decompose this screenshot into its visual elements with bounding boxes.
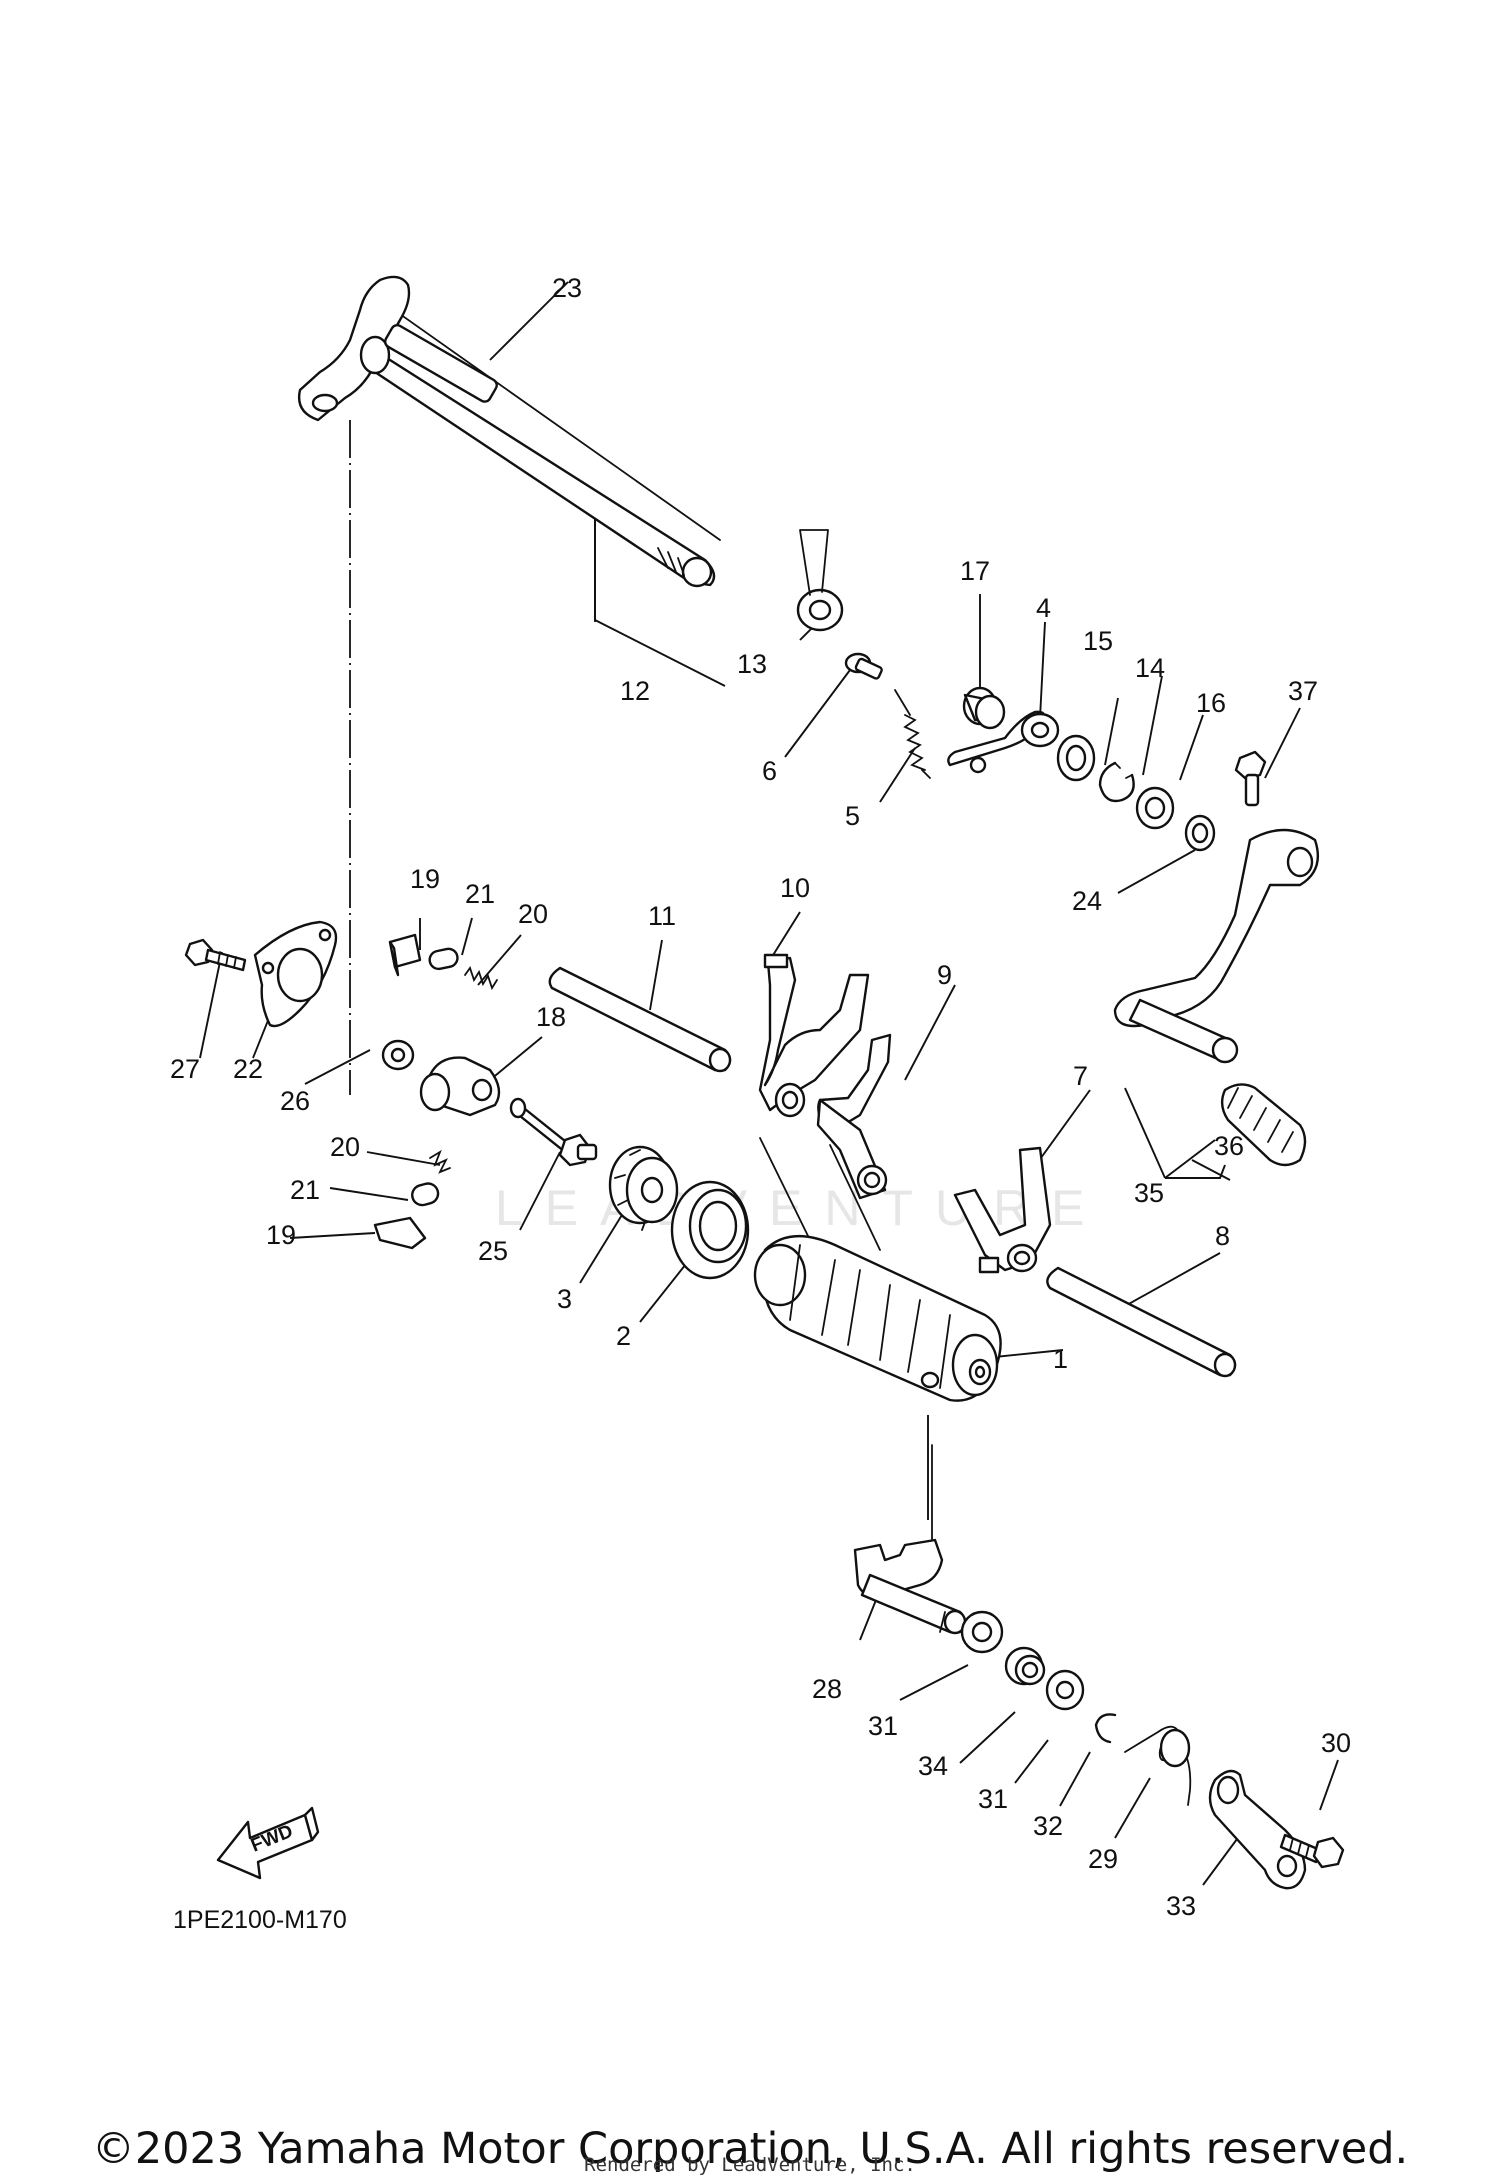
bolt-25 [509, 1097, 598, 1167]
callout: 3 [557, 1284, 572, 1314]
callout: 6 [762, 756, 777, 786]
circlip-32 [1094, 1713, 1117, 1744]
spring-5 [894, 689, 931, 779]
callout: 2 [616, 1321, 631, 1351]
pedal-rubber-36 [1220, 1083, 1307, 1167]
fork-shaft-11 [548, 966, 732, 1073]
callout: 18 [536, 1002, 566, 1032]
bolt-6 [844, 652, 883, 680]
callout: 15 [1083, 626, 1113, 656]
spring-20-top [464, 966, 498, 991]
callout: 5 [845, 801, 860, 831]
shift-pedal-35 [1113, 828, 1320, 1064]
copyright-notice: ©2023 Yamaha Motor Corporation, U.S.A. A… [91, 2124, 1409, 2174]
torsion-spring-13 [796, 529, 844, 632]
segment-3 [608, 1145, 679, 1231]
block-19-bottom [373, 1216, 427, 1250]
shift-shaft-assembly [297, 275, 716, 588]
shift-fork-9 [816, 1033, 892, 1200]
callout: 37 [1288, 676, 1318, 706]
bolt-27 [184, 938, 247, 972]
block-19-top [388, 933, 422, 977]
callout: 14 [1135, 653, 1165, 683]
watermark: LEADVENTURE [495, 1180, 1107, 1236]
callout: 25 [478, 1236, 508, 1266]
callout: 10 [780, 873, 810, 903]
shift-lever-28 [853, 1538, 967, 1635]
callout: 34 [918, 1751, 948, 1781]
bolt-30 [1279, 1833, 1345, 1869]
callout: 4 [1036, 593, 1051, 623]
collar-34 [1004, 1646, 1046, 1686]
pin-21-top [428, 947, 459, 971]
callout: 22 [233, 1054, 263, 1084]
washer-15 [1056, 734, 1096, 782]
collar-26 [381, 1039, 415, 1071]
callout: 7 [1073, 1061, 1088, 1091]
callout: 27 [170, 1054, 200, 1084]
callout: 20 [518, 899, 548, 929]
callout: 21 [465, 879, 495, 909]
shift-fork-7 [953, 1146, 1052, 1274]
bolt-37 [1234, 750, 1267, 807]
callout: 9 [937, 960, 952, 990]
stopper-18 [419, 1056, 501, 1117]
callout: 32 [1033, 1811, 1063, 1841]
diagram-code: 1PE2100-M170 [173, 1906, 347, 1934]
shift-arm-4 [947, 710, 1060, 774]
pin-21-bottom [411, 1182, 440, 1207]
callout: 1 [1053, 1344, 1068, 1374]
washer-31-b [1045, 1669, 1085, 1711]
callout: 24 [1072, 886, 1102, 916]
callout: 23 [552, 273, 582, 303]
plate-22 [253, 920, 338, 1028]
callout: 21 [290, 1175, 320, 1205]
callout: 31 [978, 1784, 1008, 1814]
circlip-14 [1098, 761, 1135, 803]
callout: 8 [1215, 1221, 1230, 1251]
callout: 36 [1214, 1131, 1244, 1161]
callout: 26 [280, 1086, 310, 1116]
callout: 19 [266, 1220, 296, 1250]
callout: 33 [1166, 1891, 1196, 1921]
bearing-2 [670, 1180, 750, 1280]
callout: 29 [1088, 1844, 1118, 1874]
shift-drum-1 [753, 1234, 1002, 1402]
callout: 20 [330, 1132, 360, 1162]
callout: 31 [868, 1711, 898, 1741]
washer-31-a [960, 1610, 1004, 1654]
callout: 13 [737, 649, 767, 679]
callout: 19 [410, 864, 440, 894]
callout: 11 [648, 901, 676, 931]
callout: 28 [812, 1674, 842, 1704]
callout: 17 [960, 556, 990, 586]
washer-16 [1135, 786, 1175, 830]
callout-numbers: 23 12 13 17 4 15 14 16 37 6 5 24 19 21 2… [170, 273, 1351, 1921]
shift-fork-10 [758, 953, 870, 1118]
fork-shaft-8 [1046, 1266, 1237, 1378]
callout: 16 [1196, 688, 1226, 718]
rendered-by-notice: Rendered by LeadVenture, Inc. [584, 2154, 916, 2176]
callout: 12 [620, 676, 650, 706]
fwd-arrow-icon: FWD [216, 1806, 320, 1880]
callout: 35 [1134, 1178, 1164, 1208]
spring-20-bottom [429, 1149, 451, 1174]
oil-seal-24 [1184, 814, 1216, 852]
spring-29 [1124, 1725, 1192, 1806]
lever-33 [1208, 1769, 1307, 1890]
callout: 30 [1321, 1728, 1351, 1758]
collar-17 [962, 686, 1006, 730]
